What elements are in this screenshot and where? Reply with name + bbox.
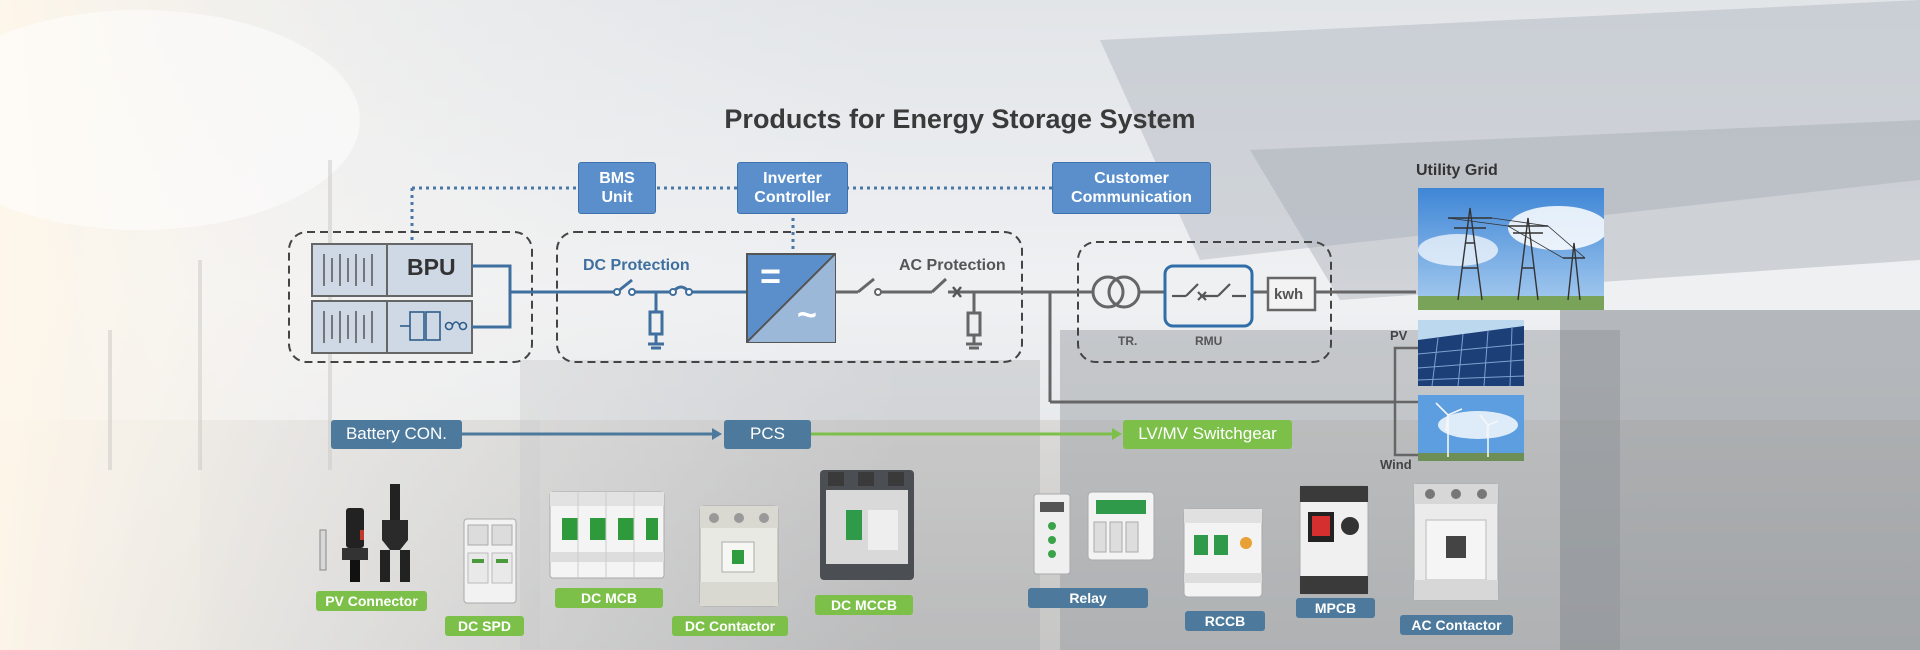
- product-label-dc-contactor: DC Contactor: [672, 616, 788, 636]
- wind-label: Wind: [1380, 457, 1412, 472]
- rccb-icon: [1183, 508, 1263, 598]
- bpu-group-box: [288, 231, 533, 363]
- product-label-rccb: RCCB: [1185, 611, 1265, 631]
- utility-grid-image: [1418, 188, 1604, 310]
- rmu-symbol: [1163, 264, 1254, 328]
- inverter-label-line2: Controller: [754, 189, 831, 206]
- switchgear-group-box: [1077, 241, 1332, 363]
- product-label-dc-mcb: DC MCB: [555, 588, 663, 608]
- bpu-label: BPU: [407, 254, 456, 280]
- utility-grid-label: Utility Grid: [1416, 162, 1498, 179]
- mpcb-icon: [1299, 485, 1369, 595]
- pv-label: PV: [1390, 328, 1408, 343]
- relay-icon: [1033, 491, 1155, 575]
- lv-mv-switchgear-label: LV/MV Switchgear: [1123, 420, 1292, 449]
- product-label-dc-spd: DC SPD: [445, 616, 524, 636]
- ac-protection-label: AC Protection: [899, 257, 1006, 274]
- battery-con-label: Battery CON.: [331, 420, 462, 449]
- contactor-icon: [699, 505, 779, 607]
- product-label-relay: Relay: [1028, 588, 1148, 608]
- dc-protection-label: DC Protection: [583, 257, 690, 274]
- inverter-ac-symbol: ~: [797, 296, 817, 334]
- battery-pack-icon: [311, 243, 473, 354]
- rmu-label: RMU: [1195, 334, 1223, 348]
- inverter-label-line1: Inverter: [763, 170, 822, 187]
- wind-turbine-image: [1418, 395, 1524, 461]
- communication-lines: [410, 186, 1052, 255]
- energy-meter-label: kwh: [1274, 286, 1304, 303]
- bms-unit-box: BMS Unit: [578, 162, 656, 214]
- product-label-ac-contactor: AC Contactor: [1400, 615, 1513, 635]
- product-label-mpcb: MPCB: [1296, 598, 1375, 618]
- energy-meter-box: [1266, 276, 1317, 312]
- ac-contactor-icon: [1413, 483, 1499, 601]
- inverter-dc-symbol: =: [760, 255, 782, 296]
- pv-panel-image: [1418, 320, 1524, 386]
- product-label-pv-connector: PV Connector: [316, 591, 427, 611]
- mcb-icon: [549, 491, 665, 579]
- customer-label-line1: Customer: [1094, 170, 1169, 187]
- pv-connector-icon: [319, 484, 410, 582]
- bms-label-line1: BMS: [599, 170, 635, 187]
- mccb-icon: [820, 470, 914, 580]
- transformer-label: TR.: [1118, 334, 1138, 348]
- spd-icon: [463, 518, 517, 604]
- bms-label-line2: Unit: [601, 189, 633, 206]
- page-title: Products for Energy Storage System: [724, 104, 1196, 134]
- pcs-group-box: [556, 231, 1023, 363]
- pcs-label: PCS: [724, 420, 811, 449]
- product-label-dc-mccb: DC MCCB: [815, 595, 913, 615]
- inverter-symbol: [746, 253, 836, 343]
- customer-label-line2: Communication: [1071, 189, 1192, 206]
